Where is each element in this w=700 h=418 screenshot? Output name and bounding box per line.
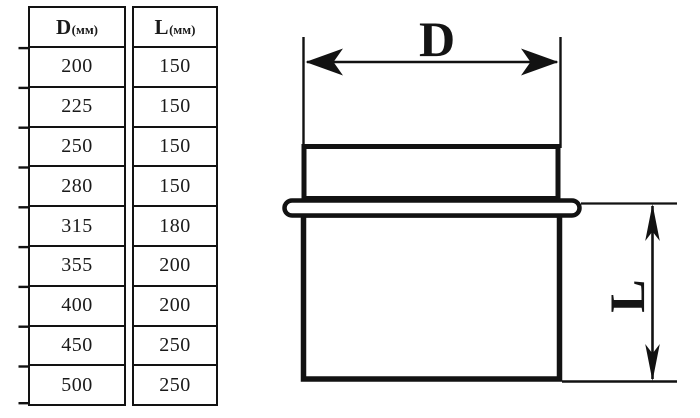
- table-cell-l: 200: [134, 247, 216, 287]
- table-cell-d: 250: [30, 128, 124, 168]
- collar-outline: [301, 144, 561, 201]
- table-cell-d: 315: [30, 207, 124, 247]
- l-dimension-label: L: [599, 279, 655, 312]
- length-column-header: L(мм): [134, 8, 216, 48]
- table-cell-l: 250: [159, 373, 191, 396]
- l-arrowhead-down-icon: [645, 344, 660, 381]
- table-cell-l: 250: [134, 327, 216, 367]
- table-cell-d: 225: [30, 88, 124, 128]
- table-cell-l: 150: [134, 167, 216, 208]
- d-arrowhead-left-icon: [305, 48, 343, 76]
- table-cell-l: 180: [134, 207, 216, 247]
- diameter-column: D(мм) 200 225 250 280 315 355 400 450 50…: [28, 6, 126, 407]
- length-header-symbol: L: [154, 14, 170, 39]
- table-cell-l: 150: [134, 128, 216, 168]
- table-cell-d: 200: [30, 48, 124, 88]
- d-dimension-label: D: [419, 11, 455, 67]
- diameter-header-symbol: D: [55, 14, 72, 39]
- table-cell-d: 500: [61, 373, 93, 396]
- dimensions-table: D(мм) 200 225 250 280 315 355 400 450 50…: [28, 6, 218, 407]
- table-cell-l: 200: [134, 287, 216, 327]
- table-cell-d: 450: [30, 327, 124, 367]
- diameter-column-header: D(мм): [30, 8, 124, 48]
- table-cell-d: 280: [30, 167, 124, 208]
- table-cell-l: 150: [134, 48, 216, 88]
- bead-outline: [282, 198, 582, 218]
- table-row-line-overshoots: [18, 46, 28, 405]
- table-cell-l: 150: [134, 88, 216, 128]
- length-header-label: L(мм): [155, 15, 196, 40]
- body-outline: [300, 212, 563, 382]
- l-arrowhead-up-icon: [645, 204, 660, 241]
- table-cell-d: 400: [30, 287, 124, 327]
- diameter-header-label: D(мм): [56, 15, 98, 40]
- d-arrowhead-right-icon: [521, 48, 559, 76]
- table-cell-d: 355: [30, 247, 124, 287]
- length-header-unit: (мм): [169, 21, 196, 37]
- length-column: L(мм) 150 150 150 150 180 200 200 250 25…: [132, 6, 218, 407]
- diameter-header-unit: (мм): [71, 21, 99, 37]
